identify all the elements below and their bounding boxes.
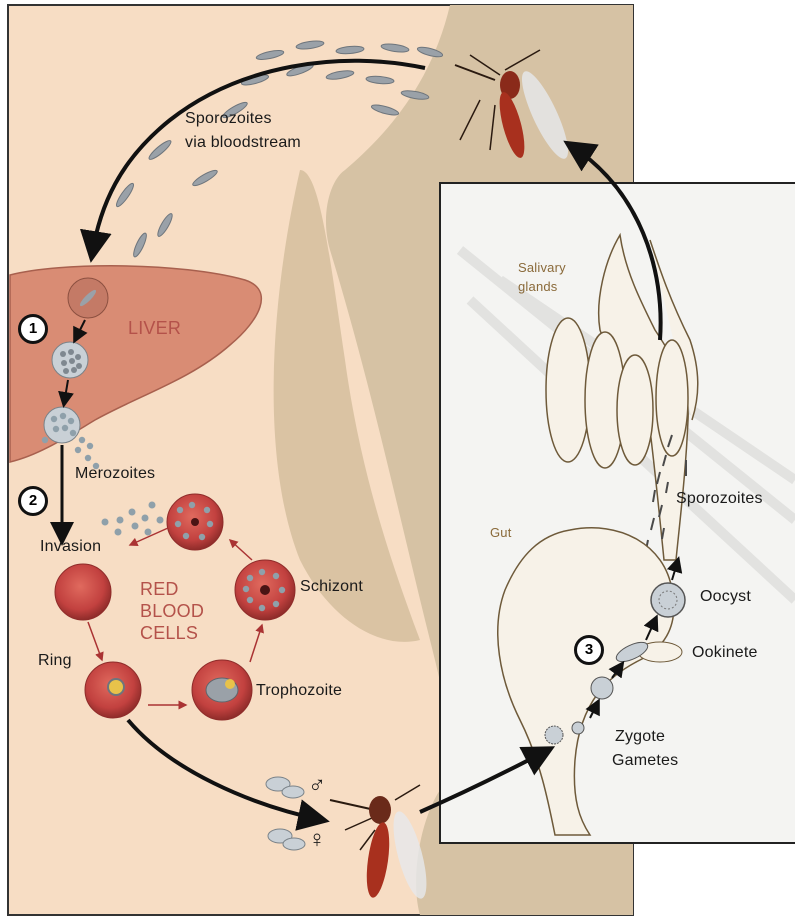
label-liver: LIVER bbox=[128, 318, 181, 339]
label-merozoites: Merozoites bbox=[75, 465, 155, 483]
label-oocyst: Oocyst bbox=[700, 588, 751, 606]
label-gametes: Gametes bbox=[612, 752, 678, 770]
liver-cell-3 bbox=[44, 407, 80, 443]
oocyst-icon bbox=[651, 583, 685, 617]
male-gamete-icon bbox=[545, 726, 563, 744]
label-salivary-glands: Salivary glands bbox=[518, 258, 566, 296]
label-sporozoites-mosquito: Sporozoites bbox=[676, 490, 763, 508]
rbc-uninfected bbox=[55, 564, 111, 620]
label-gut: Gut bbox=[490, 525, 512, 540]
label-ookinete: Ookinete bbox=[692, 644, 758, 662]
label-sporozoites-bloodstream: Sporozoites via bloodstream bbox=[185, 107, 301, 155]
label-schizont: Schizont bbox=[300, 578, 363, 596]
step-badge-3: 3 bbox=[574, 635, 604, 665]
step-badge-2: 2 bbox=[18, 486, 48, 516]
step-badge-1: 1 bbox=[18, 314, 48, 344]
label-invasion: Invasion bbox=[40, 538, 101, 556]
label-trophozoite: Trophozoite bbox=[256, 682, 342, 700]
zygote-icon bbox=[591, 677, 613, 699]
female-gamete-icon bbox=[572, 722, 584, 734]
male-symbol: ♂ bbox=[308, 772, 326, 800]
label-red-blood-cells: RED BLOOD CELLS bbox=[140, 578, 204, 644]
female-symbol: ♀ bbox=[308, 826, 326, 854]
label-ring: Ring bbox=[38, 652, 72, 670]
label-zygote: Zygote bbox=[615, 728, 665, 746]
